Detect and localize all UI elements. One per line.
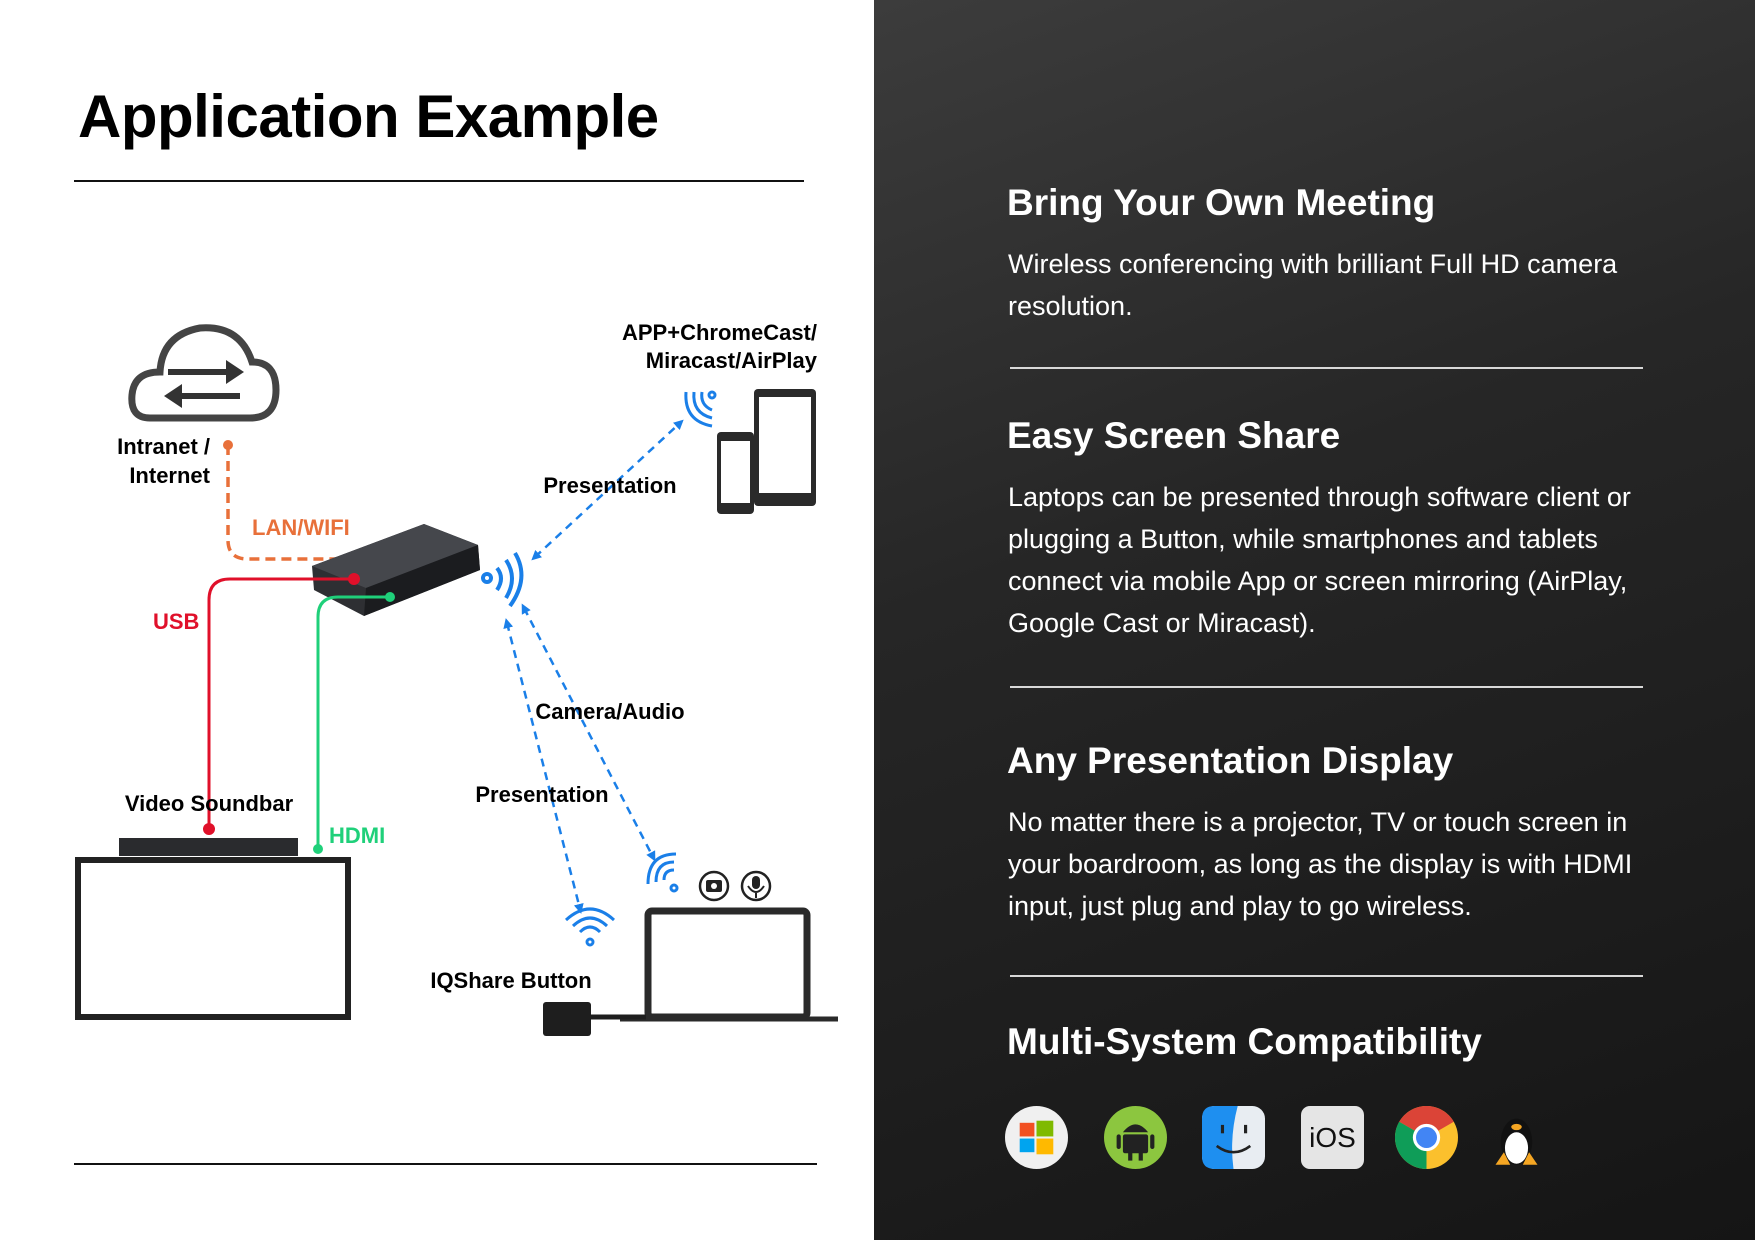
presentation-label-bottom: Presentation [475, 782, 608, 807]
section-heading-screen-share: Easy Screen Share [1007, 415, 1341, 456]
section-heading-display: Any Presentation Display [1007, 740, 1454, 781]
hdmi-label: HDMI [329, 823, 385, 848]
cloud-label-2: Internet [129, 463, 210, 488]
page-title: Application Example [78, 83, 659, 150]
usb-label: USB [153, 609, 199, 634]
section-heading-compatibility: Multi-System Compatibility [1007, 1021, 1482, 1062]
section-heading-byom: Bring Your Own Meeting [1007, 182, 1436, 223]
section-body-byom: Wireless conferencing with brilliant Ful… [1008, 249, 1618, 321]
bottom-divider [74, 1163, 817, 1165]
section-divider [1010, 975, 1643, 977]
features-panel: Bring Your Own Meeting Wireless conferen… [874, 0, 1755, 1240]
camera-audio-arrow [521, 603, 656, 862]
wireless-signal-icon [481, 551, 524, 608]
presentation-arrow-button [503, 618, 584, 914]
camera-audio-label: Camera/Audio [535, 699, 684, 724]
android-icon [1104, 1106, 1167, 1169]
linux-icon [1495, 1118, 1538, 1165]
iqshare-button-device [543, 1002, 646, 1036]
chrome-icon [1395, 1106, 1458, 1169]
mobile-label-2: Miracast/AirPlay [646, 348, 818, 373]
title-divider [74, 180, 804, 182]
application-example-panel: Application Example Intranet / Internet … [0, 0, 874, 1240]
windows-icon [1005, 1106, 1068, 1169]
macos-finder-icon [1202, 1106, 1265, 1169]
section-body-screen-share: Laptops can be presented through softwar… [1008, 482, 1631, 638]
presentation-label-top: Presentation [543, 473, 676, 498]
camera-icon [698, 870, 730, 902]
microphone-icon [740, 870, 772, 902]
ios-icon: iOS [1301, 1106, 1364, 1169]
wifi-icon-button [564, 907, 616, 947]
presentation-arrow-mobile [531, 419, 684, 561]
mobile-label-1: APP+ChromeCast/ [622, 320, 817, 345]
section-divider [1010, 686, 1643, 688]
button-label: IQShare Button [430, 968, 591, 993]
lan-label: LAN/WIFI [252, 515, 350, 540]
section-divider [1010, 367, 1643, 369]
section-body-display: No matter there is a projector, TV or to… [1008, 807, 1633, 921]
display-screen [75, 857, 351, 1020]
application-diagram: Intranet / Internet LAN/WIFI USB HDMI Vi… [75, 320, 838, 1036]
usb-connection [203, 573, 360, 835]
wifi-icon-laptop [646, 852, 679, 893]
video-soundbar [119, 838, 298, 856]
laptop-icon [620, 907, 838, 1022]
wifi-icon-mobile [684, 390, 717, 428]
lan-connection [223, 440, 366, 565]
cloud-icon [128, 324, 280, 422]
cloud-label-1: Intranet / [117, 434, 210, 459]
hdmi-connection [313, 592, 395, 854]
tablet-phone-icon [717, 389, 816, 514]
soundbar-label: Video Soundbar [125, 791, 294, 816]
